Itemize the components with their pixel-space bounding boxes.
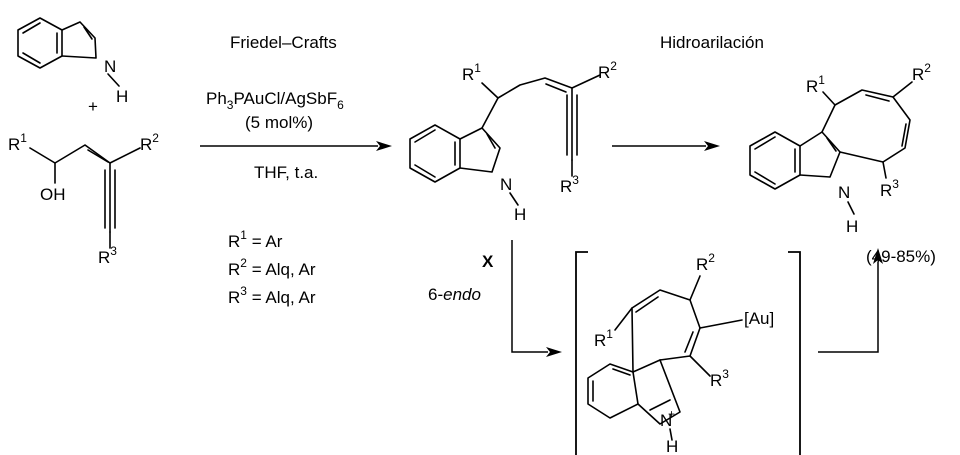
catalyst-loading: (5 mol%) [245,113,313,132]
product-r2-label: R2 [912,61,931,84]
propargylic-alcohol-reactant: R1 R2 OH R3 [8,131,159,267]
indole-n-atom: N [104,57,116,76]
spiro-n-atom: N [660,411,672,430]
spiro-r3-label: R3 [710,367,729,390]
reaction-arrow-6-endo [511,240,562,357]
x-r3-label: R3 [560,173,579,196]
indole-reactant: N H [17,17,128,106]
definition-r1: R1 = Ar [228,228,283,251]
friedel-crafts-title: Friedel–Crafts [230,33,337,52]
product-n-atom: N [838,183,850,202]
indole-h-atom: H [116,87,128,106]
yield-label: (49-85%) [866,247,936,266]
x-r1-label: R1 [462,61,481,84]
spiro-h-atom: H [666,437,678,455]
hidroarilacion-title: Hidroarilación [660,33,764,52]
catalyst-label: Ph3PAuCl/AgSbF6 [206,89,344,112]
definition-r2: R2 = Alq, Ar [228,256,316,279]
x-h-atom: H [514,205,526,224]
spiro-n-charge: + [668,407,675,421]
reaction-arrow-friedel-crafts [200,141,392,151]
product-r3-label: R3 [880,177,899,200]
spiro-r1-label: R1 [594,327,613,350]
conditions-label: THF, t.a. [254,163,318,182]
spiro-r2-label: R2 [696,251,715,274]
oh-label: OH [40,185,66,204]
gold-label: [Au] [744,309,774,328]
x-n-atom: N [500,175,512,194]
cycloheptaindole-product: N H R1 R2 R3 [749,61,931,236]
product-h-atom: H [846,217,858,236]
product-r1-label: R1 [806,73,825,96]
x-r2-label: R2 [598,59,617,82]
reaction-arrow-to-product [818,248,883,353]
intermediate-x-structure: N H R1 R2 R3 [409,59,617,224]
r2-label: R2 [140,131,159,154]
reaction-arrow-hidroarilacion [612,141,720,151]
plus-sign: + [88,97,98,116]
intermediate-bracket [575,251,801,455]
six-endo-label: 6-endo [428,285,481,304]
r3-label: R3 [98,244,117,267]
spiro-gold-intermediate-structure: N + H R1 R2 R3 [Au] [587,251,774,455]
r1-label: R1 [8,131,27,154]
intermediate-x-label: X [482,252,494,271]
definition-r3: R3 = Alq, Ar [228,284,316,307]
